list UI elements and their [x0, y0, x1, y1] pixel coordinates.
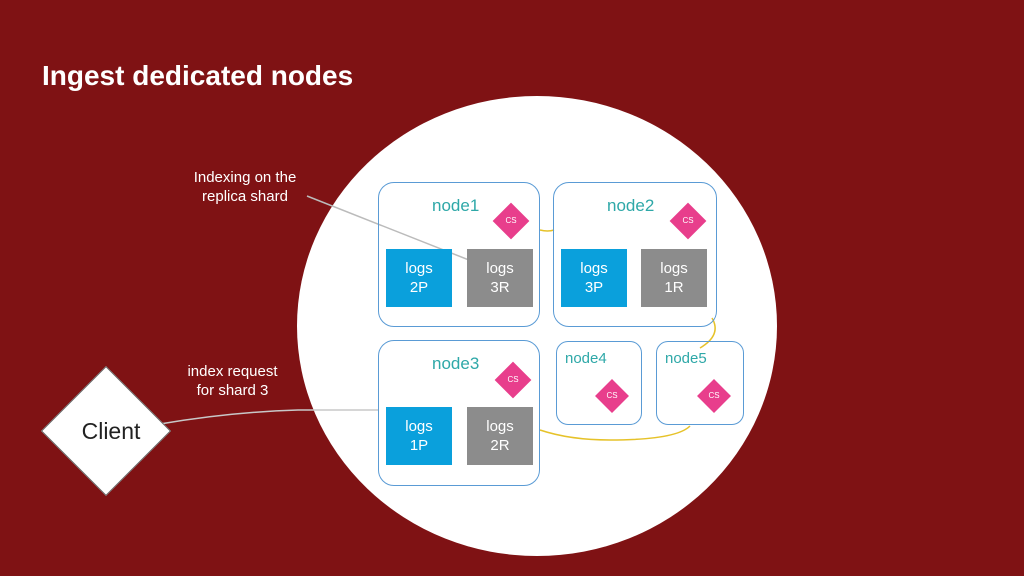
cluster-state-label: CS — [606, 391, 618, 400]
node-1 — [378, 182, 540, 327]
shard-id: 3R — [490, 279, 510, 296]
shard-logs-3p: logs 3P — [561, 249, 627, 307]
replica-annotation-line1: Indexing on the — [193, 169, 297, 186]
shard-index: logs — [405, 418, 433, 435]
shard-logs-2p: logs 2P — [386, 249, 452, 307]
shard-index: logs — [405, 260, 433, 277]
node-3 — [378, 340, 540, 486]
shard-index: logs — [486, 260, 514, 277]
node-1-label: node1 — [432, 196, 480, 215]
node-5-label: node5 — [665, 350, 707, 367]
shard-index: logs — [486, 418, 514, 435]
shard-id: 1R — [664, 279, 684, 296]
replica-annotation-line2: replica shard — [202, 188, 288, 205]
cluster-state-label: CS — [682, 216, 694, 225]
node-4-label: node4 — [565, 350, 607, 367]
node-3-label: node3 — [432, 354, 480, 373]
shard-id: 2P — [409, 279, 429, 296]
request-annotation-line2: for shard 3 — [196, 382, 269, 399]
node-5 — [656, 341, 744, 425]
cluster-link-node1-node2 — [539, 229, 555, 232]
node-2-label: node2 — [607, 196, 655, 215]
node-2 — [553, 182, 717, 327]
cluster-state-label: CS — [507, 375, 519, 384]
client-label: Client — [81, 418, 141, 444]
cluster-link-node5-node3 — [539, 425, 691, 441]
shard-index: logs — [580, 260, 608, 277]
shard-id: 2R — [490, 437, 510, 454]
node-4 — [556, 341, 642, 425]
shard-index: logs — [660, 260, 688, 277]
request-annotation-line1: index request — [187, 363, 278, 380]
request-annotation: index request for shard 3 — [160, 362, 305, 400]
cluster-state-label: CS — [505, 216, 517, 225]
shard-logs-3r: logs 3R — [467, 249, 533, 307]
page-title: Ingest dedicated nodes — [42, 60, 354, 91]
shard-id: 3P — [584, 279, 604, 296]
request-line — [159, 409, 378, 425]
shard-logs-2r: logs 2R — [467, 407, 533, 465]
shard-logs-1r: logs 1R — [641, 249, 707, 307]
shard-id: 1P — [409, 437, 429, 454]
cluster-state-label: CS — [708, 391, 720, 400]
shard-logs-1p: logs 1P — [386, 407, 452, 465]
replica-annotation: Indexing on the replica shard — [170, 168, 320, 206]
